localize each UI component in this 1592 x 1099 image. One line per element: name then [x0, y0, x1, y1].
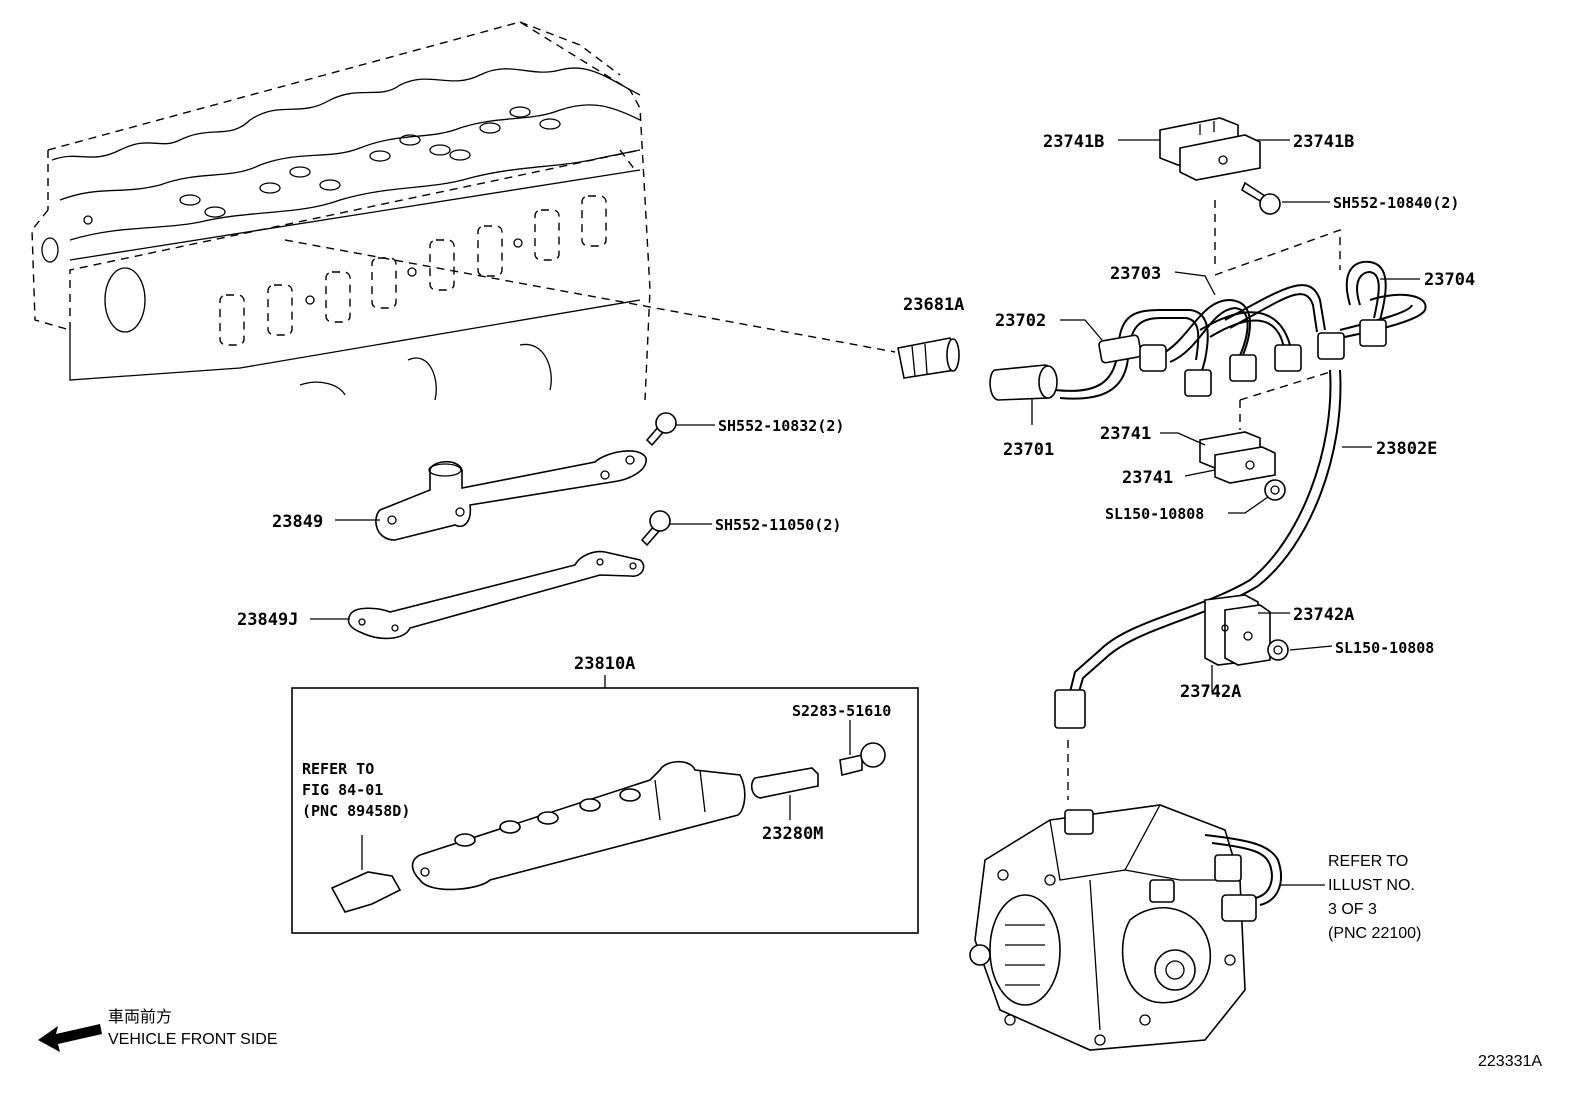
label-SH552-10840: SH552-10840(2): [1333, 194, 1459, 212]
label-23849: 23849: [272, 512, 323, 532]
label-23741B-right: 23741B: [1293, 132, 1354, 152]
refer-fig-line-3: (PNC 89458D): [302, 802, 410, 820]
injection-pipe-assembly: [989, 200, 1427, 800]
label-SH552-10832: SH552-10832(2): [718, 417, 844, 435]
label-23802E: 23802E: [1376, 439, 1437, 459]
label-23849J: 23849J: [237, 610, 298, 630]
bolt-SH552-10840: [1240, 181, 1281, 215]
bolt-SH552-11050: [640, 510, 671, 547]
label-23741B-left: 23741B: [1043, 132, 1104, 152]
label-23742A-top: 23742A: [1293, 605, 1354, 625]
leader-head-to-23681A: [284, 239, 896, 353]
vehicle-front-arrow-icon: [38, 1024, 102, 1052]
refer-fig-line-1: REFER TO: [302, 760, 374, 778]
part-23849J-bracket: [347, 550, 645, 640]
vehicle-front-jp: 車両前方: [108, 1008, 172, 1026]
refer-illust-line-1: REFER TO: [1328, 853, 1408, 870]
label-SL150-10808-b: SL150-10808: [1335, 639, 1434, 657]
supply-pump-illustration: [969, 804, 1282, 1051]
leader-lines: [310, 139, 1420, 886]
refer-illust-line-3: 3 OF 3: [1328, 901, 1377, 918]
diagram-id: 223331A: [1478, 1053, 1542, 1070]
label-23702: 23702: [995, 311, 1046, 331]
label-23701: 23701: [1003, 440, 1054, 460]
label-SH552-11050: SH552-11050(2): [715, 516, 841, 534]
refer-fig-line-2: FIG 84-01: [302, 781, 383, 799]
label-23741-top: 23741: [1100, 424, 1151, 444]
label-S2283-51610: S2283-51610: [792, 702, 891, 720]
vehicle-front-en: VEHICLE FRONT SIDE: [108, 1031, 278, 1048]
part-23849-bracket: [375, 450, 647, 541]
part-23741B-clamp: [1159, 117, 1261, 181]
refer-illust-line-2: ILLUST NO.: [1328, 877, 1415, 894]
label-23280M: 23280M: [762, 824, 823, 844]
cylinder-head-illustration: [31, 21, 651, 401]
label-23810A: 23810A: [574, 654, 635, 674]
part-23810A-common-rail-box: [291, 675, 919, 934]
nut-SL150-10808-a: [1264, 479, 1286, 501]
label-SL150-10808-a: SL150-10808: [1105, 505, 1204, 523]
part-23681A-sleeve: [897, 337, 960, 379]
part-23741-clamp: [1199, 431, 1276, 484]
label-23703: 23703: [1110, 264, 1161, 284]
bolt-SH552-10832: [645, 412, 677, 447]
label-23741-bottom: 23741: [1122, 468, 1173, 488]
label-23681A: 23681A: [903, 295, 964, 315]
refer-illust-line-4: (PNC 22100): [1328, 925, 1421, 942]
nut-SL150-10808-b: [1267, 639, 1289, 661]
part-23742A-clamp: [1204, 594, 1271, 666]
label-23704: 23704: [1424, 270, 1475, 290]
label-23742A-bottom: 23742A: [1180, 682, 1241, 702]
